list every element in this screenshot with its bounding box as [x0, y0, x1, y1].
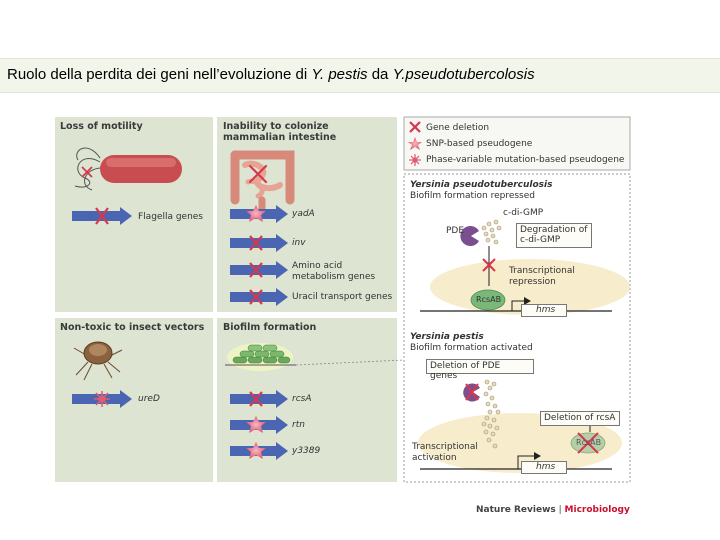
deletion-mark-inv: [249, 235, 263, 251]
pseudogene-mark-rtn: [246, 416, 266, 433]
rcsa-deletion-box: Deletion of rcsA: [540, 411, 620, 426]
hms-label-pestis: hms: [536, 462, 556, 472]
gene-label-rcsa: rcsA: [292, 394, 312, 404]
journal-credit: Nature Reviews | Microbiology: [476, 505, 630, 515]
gene-label-uracil: Uracil transport genes: [292, 292, 393, 302]
flea-icon: [73, 341, 123, 381]
slide-title: Ruolo della perdita dei geni nell’evoluz…: [7, 66, 535, 83]
pseudo-subtitle: Biofilm formation repressed: [410, 191, 535, 201]
hms-label-pseudo: hms: [536, 305, 556, 315]
snp-pseudogene-icon: [408, 137, 422, 150]
pde-deletion-box: Deletion of PDE genes: [426, 359, 534, 381]
pestis-species: Yersinia pestis: [410, 332, 484, 342]
legend-label-snp: SNP-based pseudogene: [426, 139, 533, 149]
cdigmp-dots-pestis: [481, 379, 501, 449]
gene-arrow-inv: [230, 234, 288, 252]
rcsab-label-pseudo: RcsAB: [476, 295, 502, 304]
panel-title-insect: Non-toxic to insect vectors: [60, 322, 205, 333]
gene-label-rtn: rtn: [292, 420, 305, 430]
deletion-mark-amino: [249, 262, 263, 278]
legend-label-deletion: Gene deletion: [426, 123, 490, 133]
hms-box-pseudo: hms: [521, 304, 567, 317]
gene-arrow-uracil: [230, 288, 288, 306]
degradation-line-2: c-di-GMP: [520, 235, 561, 245]
gene-label-amino-1: Amino acid: [292, 261, 343, 271]
degradation-line-1: Degradation of: [520, 225, 588, 235]
gene-arrow-rcsa: [230, 390, 288, 408]
hms-box-pestis: hms: [521, 461, 567, 474]
gene-deletion-icon: [409, 121, 421, 133]
biofilm-icon: [225, 343, 405, 371]
gene-label-amino-2: metabolism genes: [292, 272, 376, 282]
deletion-mark-rcsa: [249, 391, 263, 407]
panel-title-colonize-2: mammalian intestine: [223, 132, 337, 143]
rcsab-deletion-mark: [577, 432, 599, 454]
deletion-mark-flagella: [95, 207, 109, 225]
repression-block-mark: [482, 258, 496, 272]
title-bar: [0, 58, 720, 93]
legend-box: [403, 116, 631, 171]
activation-label-1: Transcriptional: [412, 442, 478, 452]
pseudogene-mark-y3389: [246, 442, 266, 459]
gene-label-flagella: Flagella genes: [138, 212, 203, 222]
gene-label-y3389: y3389: [292, 446, 321, 456]
gene-arrow-amino: [230, 261, 288, 279]
cdigmp-label: c-di-GMP: [503, 208, 544, 218]
phase-variable-mark-ured: [94, 391, 110, 407]
pde-deletion-mark: [465, 383, 479, 401]
legend-label-phase: Phase-variable mutation-based pseudogene: [426, 155, 625, 165]
gene-label-ured: ureD: [138, 394, 160, 404]
intestine-icon: [230, 150, 295, 214]
panel-title-biofilm: Biofilm formation: [223, 322, 317, 333]
panel-title-colonize-1: Inability to colonize: [223, 121, 329, 132]
bacterium-icon: [74, 147, 182, 191]
activation-label-2: activation: [412, 453, 457, 463]
rcsab-protein-pseudo: [470, 289, 506, 311]
repression-label-2: repression: [509, 277, 556, 287]
pde-label: PDE: [446, 226, 465, 236]
rcsab-label-pestis: RcsAB: [576, 438, 602, 447]
pestis-ellipse: [418, 413, 622, 473]
gene-label-inv: inv: [292, 238, 306, 248]
gene-label-yada: yadA: [292, 209, 315, 219]
panel-title-motility: Loss of motility: [60, 121, 143, 132]
phase-variable-pseudogene-icon: [409, 154, 421, 166]
pseudogene-mark-yada: [246, 205, 266, 222]
pestis-subtitle: Biofilm formation activated: [410, 343, 533, 353]
repression-label-1: Transcriptional: [509, 266, 575, 276]
cdigmp-dots-pseudo: [481, 219, 502, 245]
pseudo-species: Yersinia pseudotuberculosis: [410, 180, 553, 190]
degradation-box: Degradation of c-di-GMP: [516, 223, 592, 248]
pde-enzyme-icon: [460, 225, 479, 246]
deletion-mark-uracil: [249, 289, 263, 305]
